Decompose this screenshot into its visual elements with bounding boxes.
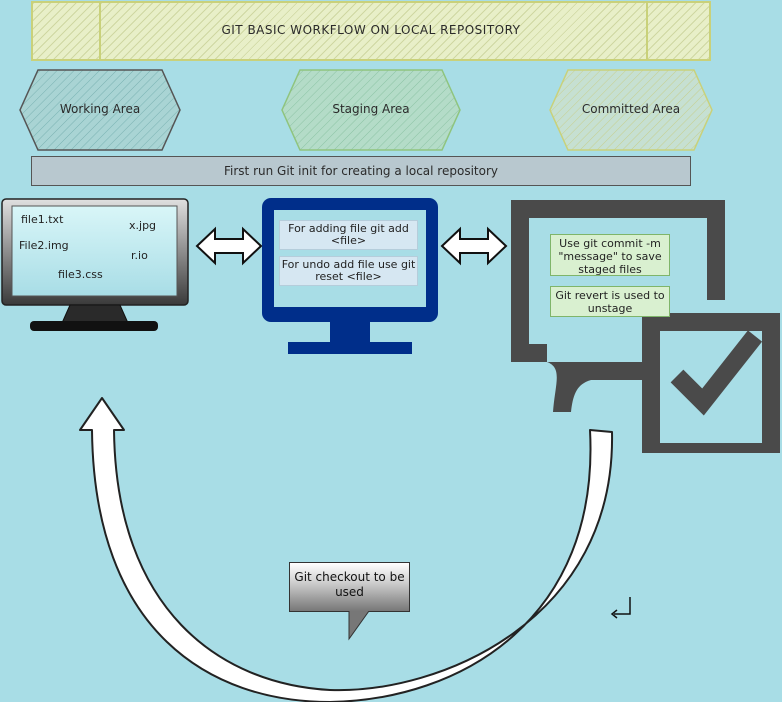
staging-area-hexagon [281, 69, 461, 151]
return-arrow-icon [610, 597, 631, 619]
file-item: x.jpg [129, 219, 157, 232]
staging-area-label: Staging Area [332, 102, 410, 116]
working-area-label: Working Area [59, 102, 141, 116]
committed-area-label: Committed Area [581, 102, 681, 116]
committed-area-hexagon [549, 69, 713, 151]
git-commit-note: Use git commit -m "message" to save stag… [550, 234, 670, 276]
working-monitor-icon [1, 198, 189, 331]
git-reset-note: For undo add file use git reset <file> [279, 256, 418, 286]
file-item: File2.img [19, 239, 69, 252]
title-banner-inner [99, 1, 648, 61]
git-revert-note: Git revert is used to unstage [550, 286, 670, 317]
git-init-note: First run Git init for creating a local … [31, 156, 691, 186]
git-checkout-callout: Git checkout to be used [289, 562, 410, 612]
file-item: file1.txt [21, 213, 64, 226]
file-item: file3.css [58, 268, 103, 281]
working-area-hexagon [19, 69, 181, 151]
diagram-title: GIT BASIC WORKFLOW ON LOCAL REPOSITORY [221, 23, 521, 37]
title-banner: GIT BASIC WORKFLOW ON LOCAL REPOSITORY [31, 1, 711, 61]
commit-check-icon [511, 200, 780, 453]
callout-pointer [348, 611, 370, 641]
double-arrow-icon [195, 226, 263, 266]
file-item: r.io [131, 249, 148, 262]
double-arrow-icon [440, 226, 508, 266]
git-checkout-note: Git checkout to be used [294, 570, 405, 599]
git-add-note: For adding file git add <file> [279, 220, 418, 250]
